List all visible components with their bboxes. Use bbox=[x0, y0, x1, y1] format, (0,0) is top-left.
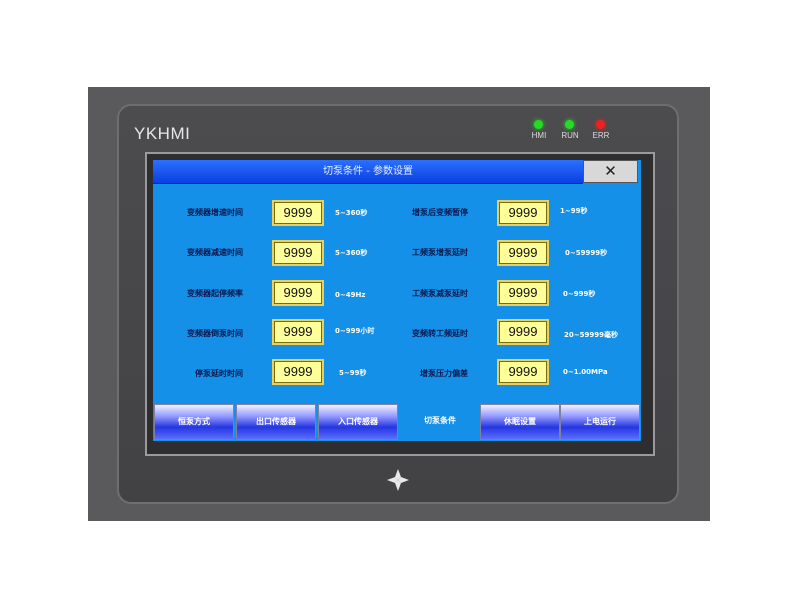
nav-sleep-settings[interactable]: 休眠设置 bbox=[480, 404, 560, 440]
param-range-right-2: 0~999秒 bbox=[563, 290, 596, 298]
param-range-right-0: 1~99秒 bbox=[560, 207, 588, 215]
param-value-left-1[interactable]: 9999 bbox=[272, 240, 324, 266]
param-value-left-4[interactable]: 9999 bbox=[272, 359, 324, 385]
param-range-left-1: 5~360秒 bbox=[335, 249, 368, 257]
window-title: 切泵条件 - 参数设置 bbox=[153, 160, 583, 184]
param-range-right-4: 0~1.00MPa bbox=[563, 368, 608, 376]
param-label-right-1: 工频泵增泵延时 bbox=[412, 248, 468, 257]
param-value-right-2[interactable]: 9999 bbox=[497, 280, 549, 306]
param-label-left-4: 停泵延时时间 bbox=[195, 369, 243, 378]
hmi-screen: 切泵条件 - 参数设置 ✕ 变频器增速时间 9999 5~360秒 变频器减速时… bbox=[153, 160, 641, 441]
param-range-right-3: 20~59999毫秒 bbox=[564, 331, 618, 339]
param-label-right-0: 增泵后变频暂停 bbox=[412, 208, 468, 217]
param-label-right-2: 工频泵减泵延时 bbox=[412, 289, 468, 298]
nav-pump-mode[interactable]: 恒泵方式 bbox=[154, 404, 234, 440]
param-value-left-0[interactable]: 9999 bbox=[272, 200, 324, 226]
err-led-label: ERR bbox=[592, 131, 610, 140]
param-value-left-2[interactable]: 9999 bbox=[272, 280, 324, 306]
param-label-left-2: 变频器起停频率 bbox=[187, 289, 243, 298]
param-value-right-0[interactable]: 9999 bbox=[497, 200, 549, 226]
param-value-right-1[interactable]: 9999 bbox=[497, 240, 549, 266]
nav-switch-condition[interactable]: 切泵条件 bbox=[400, 404, 480, 440]
param-label-right-3: 变频转工频延时 bbox=[412, 329, 468, 338]
nav-inlet-sensor[interactable]: 入口传感器 bbox=[318, 404, 398, 440]
param-range-left-0: 5~360秒 bbox=[335, 209, 368, 217]
param-value-right-4[interactable]: 9999 bbox=[497, 359, 549, 385]
nav-power-on-run[interactable]: 上电运行 bbox=[560, 404, 640, 440]
param-range-left-4: 5~99秒 bbox=[339, 369, 367, 377]
hmi-led-indicator bbox=[534, 120, 543, 129]
run-led-indicator bbox=[565, 120, 574, 129]
run-led-label: RUN bbox=[561, 131, 579, 140]
param-range-left-2: 0~49Hz bbox=[335, 291, 366, 299]
hmi-led-label: HMI bbox=[531, 131, 547, 140]
param-value-left-3[interactable]: 9999 bbox=[272, 319, 324, 345]
param-label-left-3: 变频器倒泵时间 bbox=[187, 329, 243, 338]
param-range-right-1: 0~59999秒 bbox=[565, 249, 608, 257]
param-value-right-3[interactable]: 9999 bbox=[497, 319, 549, 345]
param-label-left-0: 变频器增速时间 bbox=[187, 208, 243, 217]
param-range-left-3: 0~999小时 bbox=[335, 327, 375, 335]
err-led-indicator bbox=[596, 120, 605, 129]
param-label-left-1: 变频器减速时间 bbox=[187, 248, 243, 257]
param-label-right-4: 增泵压力偏差 bbox=[420, 369, 468, 378]
brand-logo: YKHMI bbox=[134, 124, 191, 143]
nav-outlet-sensor[interactable]: 出口传感器 bbox=[236, 404, 316, 440]
close-button[interactable]: ✕ bbox=[583, 160, 638, 183]
brand-emblem-icon bbox=[387, 469, 409, 491]
